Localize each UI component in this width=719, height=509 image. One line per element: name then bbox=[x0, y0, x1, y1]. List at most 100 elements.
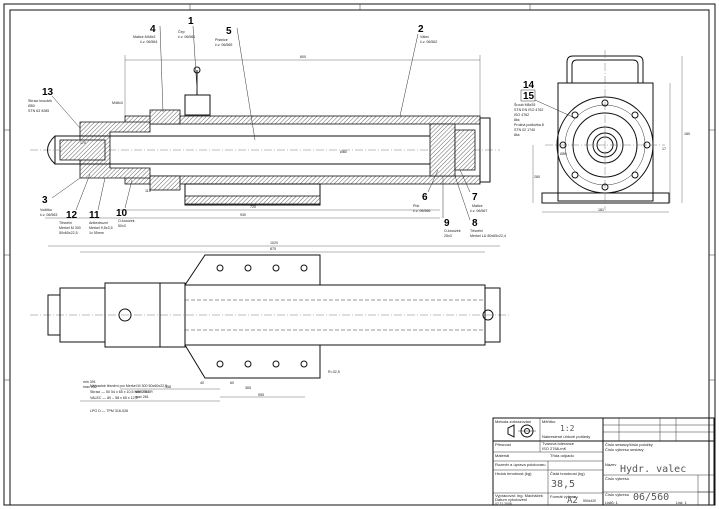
drawing-text: 3 bbox=[42, 195, 48, 206]
drawing-text: Číslo sestavy/číslo položky bbox=[605, 442, 653, 447]
drawing-text: 10 bbox=[116, 208, 128, 219]
drawing-text: Pístnice bbox=[215, 38, 228, 42]
drawing-line bbox=[272, 360, 280, 368]
dim-label: 720 bbox=[250, 205, 256, 209]
drawing-text: Rozměr a úprava polotovaru bbox=[495, 462, 545, 467]
drawing-line bbox=[124, 179, 133, 209]
drawing-text: Materiál bbox=[495, 453, 509, 458]
drawing-text: Číslo výkresu sestavy bbox=[605, 447, 644, 452]
dim-label: 555 bbox=[258, 393, 264, 397]
drawing-line bbox=[47, 135, 56, 165]
drawing-text: Těsnění bbox=[470, 229, 483, 233]
dim-label: 875 bbox=[270, 247, 276, 251]
drawing-line bbox=[118, 308, 132, 322]
drawing-line bbox=[571, 171, 579, 179]
drawing-text: Formát výkresu bbox=[550, 494, 578, 499]
drawing-text: Merkel LU 80x65x22,4 bbox=[470, 234, 506, 238]
drawing-line bbox=[272, 264, 280, 272]
drawing-text: 13 bbox=[42, 87, 54, 98]
drawing-line bbox=[149, 109, 181, 125]
drawing-text: Datum vyhotovení bbox=[495, 497, 528, 502]
drawing-text: Stírací — 50 54 x 65 x 10,5 NBR / NBR bbox=[90, 390, 153, 394]
drawing-line bbox=[399, 33, 419, 117]
drawing-text: Čistá hmotnost (kg) bbox=[550, 471, 585, 476]
drawing-text: STN 02 1740 bbox=[514, 128, 535, 132]
drawing-line bbox=[300, 360, 308, 368]
end-view: 181 180 17 280 Ø50 bbox=[532, 50, 690, 213]
drawing-text: 06/560 bbox=[633, 492, 669, 503]
drawing-text: ISO 2768-mK bbox=[542, 446, 567, 451]
drawing-text: č.v. 06/564 bbox=[140, 40, 157, 44]
drawing-text: Název bbox=[605, 462, 616, 467]
dim-label: 60 bbox=[230, 381, 234, 385]
drawing-line bbox=[631, 171, 639, 179]
drawing-text: Hrubá hmotnost (kg) bbox=[495, 471, 532, 476]
dim-label: 1020 bbox=[270, 241, 278, 245]
drawing-line bbox=[51, 177, 81, 199]
drawing-text: č.v. 06/562 bbox=[420, 40, 437, 44]
dim-label: 158 bbox=[165, 385, 171, 389]
drawing-text: 14 bbox=[523, 80, 535, 91]
drawing-line bbox=[184, 344, 321, 379]
drawing-line bbox=[557, 82, 654, 202]
drawing-text: O-kroužek bbox=[444, 229, 461, 233]
drawing-line bbox=[631, 111, 639, 119]
outer-frame bbox=[3, 3, 716, 506]
drawing-text: Matice bbox=[472, 204, 483, 208]
drawing-text: 8ks bbox=[514, 118, 520, 122]
projection-symbol-icon bbox=[507, 424, 536, 438]
dim-label: 365 bbox=[245, 386, 251, 390]
drawing-text: 594x420 bbox=[583, 499, 596, 503]
dim-label: 17 bbox=[662, 147, 666, 151]
drawing-text: 4 bbox=[150, 24, 156, 35]
drawing-line bbox=[216, 360, 224, 368]
drawing-line bbox=[184, 254, 321, 286]
drawing-line bbox=[571, 111, 579, 119]
drawing-line bbox=[244, 264, 252, 272]
drawing-text: STN EN ISO 4762 bbox=[514, 108, 543, 112]
drawing-text: 2 bbox=[418, 24, 424, 35]
drawing-text: 50x3 bbox=[118, 224, 126, 228]
drawing-line bbox=[603, 418, 714, 441]
drawing-text: Merkel 9,5x3,5 bbox=[89, 226, 113, 230]
drawing-text: Matice M48x3 bbox=[133, 35, 155, 39]
drawing-text: č.v. 06/561 bbox=[178, 35, 195, 39]
drawing-text: Merkel M 300 bbox=[59, 226, 81, 230]
drawing-line bbox=[59, 139, 106, 161]
notes: Náhradné těsnění pro Merkel M 300 50x60x… bbox=[90, 384, 167, 413]
drawing-line bbox=[216, 264, 308, 368]
drawing-text: Vodítko bbox=[40, 208, 52, 212]
dim-label: max 532 bbox=[83, 385, 97, 389]
drawing-text: č.v. 06/565 bbox=[215, 43, 232, 47]
drawing-line bbox=[184, 94, 211, 116]
drawing-text: A2 bbox=[567, 496, 578, 506]
drawing-line bbox=[427, 169, 439, 193]
dim-label: 600 bbox=[300, 55, 306, 59]
dim-label: max 261 bbox=[135, 395, 149, 399]
dim-label: Ø80 bbox=[340, 150, 347, 154]
drawing-text: 5 bbox=[226, 26, 232, 37]
drawing-text: Měřítko bbox=[542, 419, 556, 424]
dim-label: M48x3 bbox=[112, 101, 123, 105]
dim-label: 930 bbox=[240, 213, 246, 217]
drawing-text: Těsnění bbox=[59, 221, 72, 225]
drawing-text: Stírací kroužek bbox=[28, 99, 52, 103]
drawing-text: 1 bbox=[188, 16, 194, 27]
drawing-border bbox=[9, 9, 710, 506]
drawing-text: Píst bbox=[413, 204, 419, 208]
drawing-text: O-kroužek bbox=[118, 219, 135, 223]
drawing-line bbox=[534, 99, 576, 119]
drawing-text: Pružná podložka 8 bbox=[514, 123, 544, 127]
dim-label: 180 bbox=[684, 132, 690, 136]
dim-label: min 251 bbox=[135, 390, 148, 394]
drawing-text: Šroub M8x35 bbox=[514, 102, 535, 107]
drawing-text: ISO 4762 bbox=[514, 113, 529, 117]
drawing-line bbox=[520, 89, 536, 102]
drawing-text: Přesnost bbox=[495, 442, 512, 447]
dim-label: R=32,5 bbox=[328, 370, 340, 374]
drawing-line bbox=[159, 25, 164, 113]
drawing-line bbox=[479, 117, 491, 183]
